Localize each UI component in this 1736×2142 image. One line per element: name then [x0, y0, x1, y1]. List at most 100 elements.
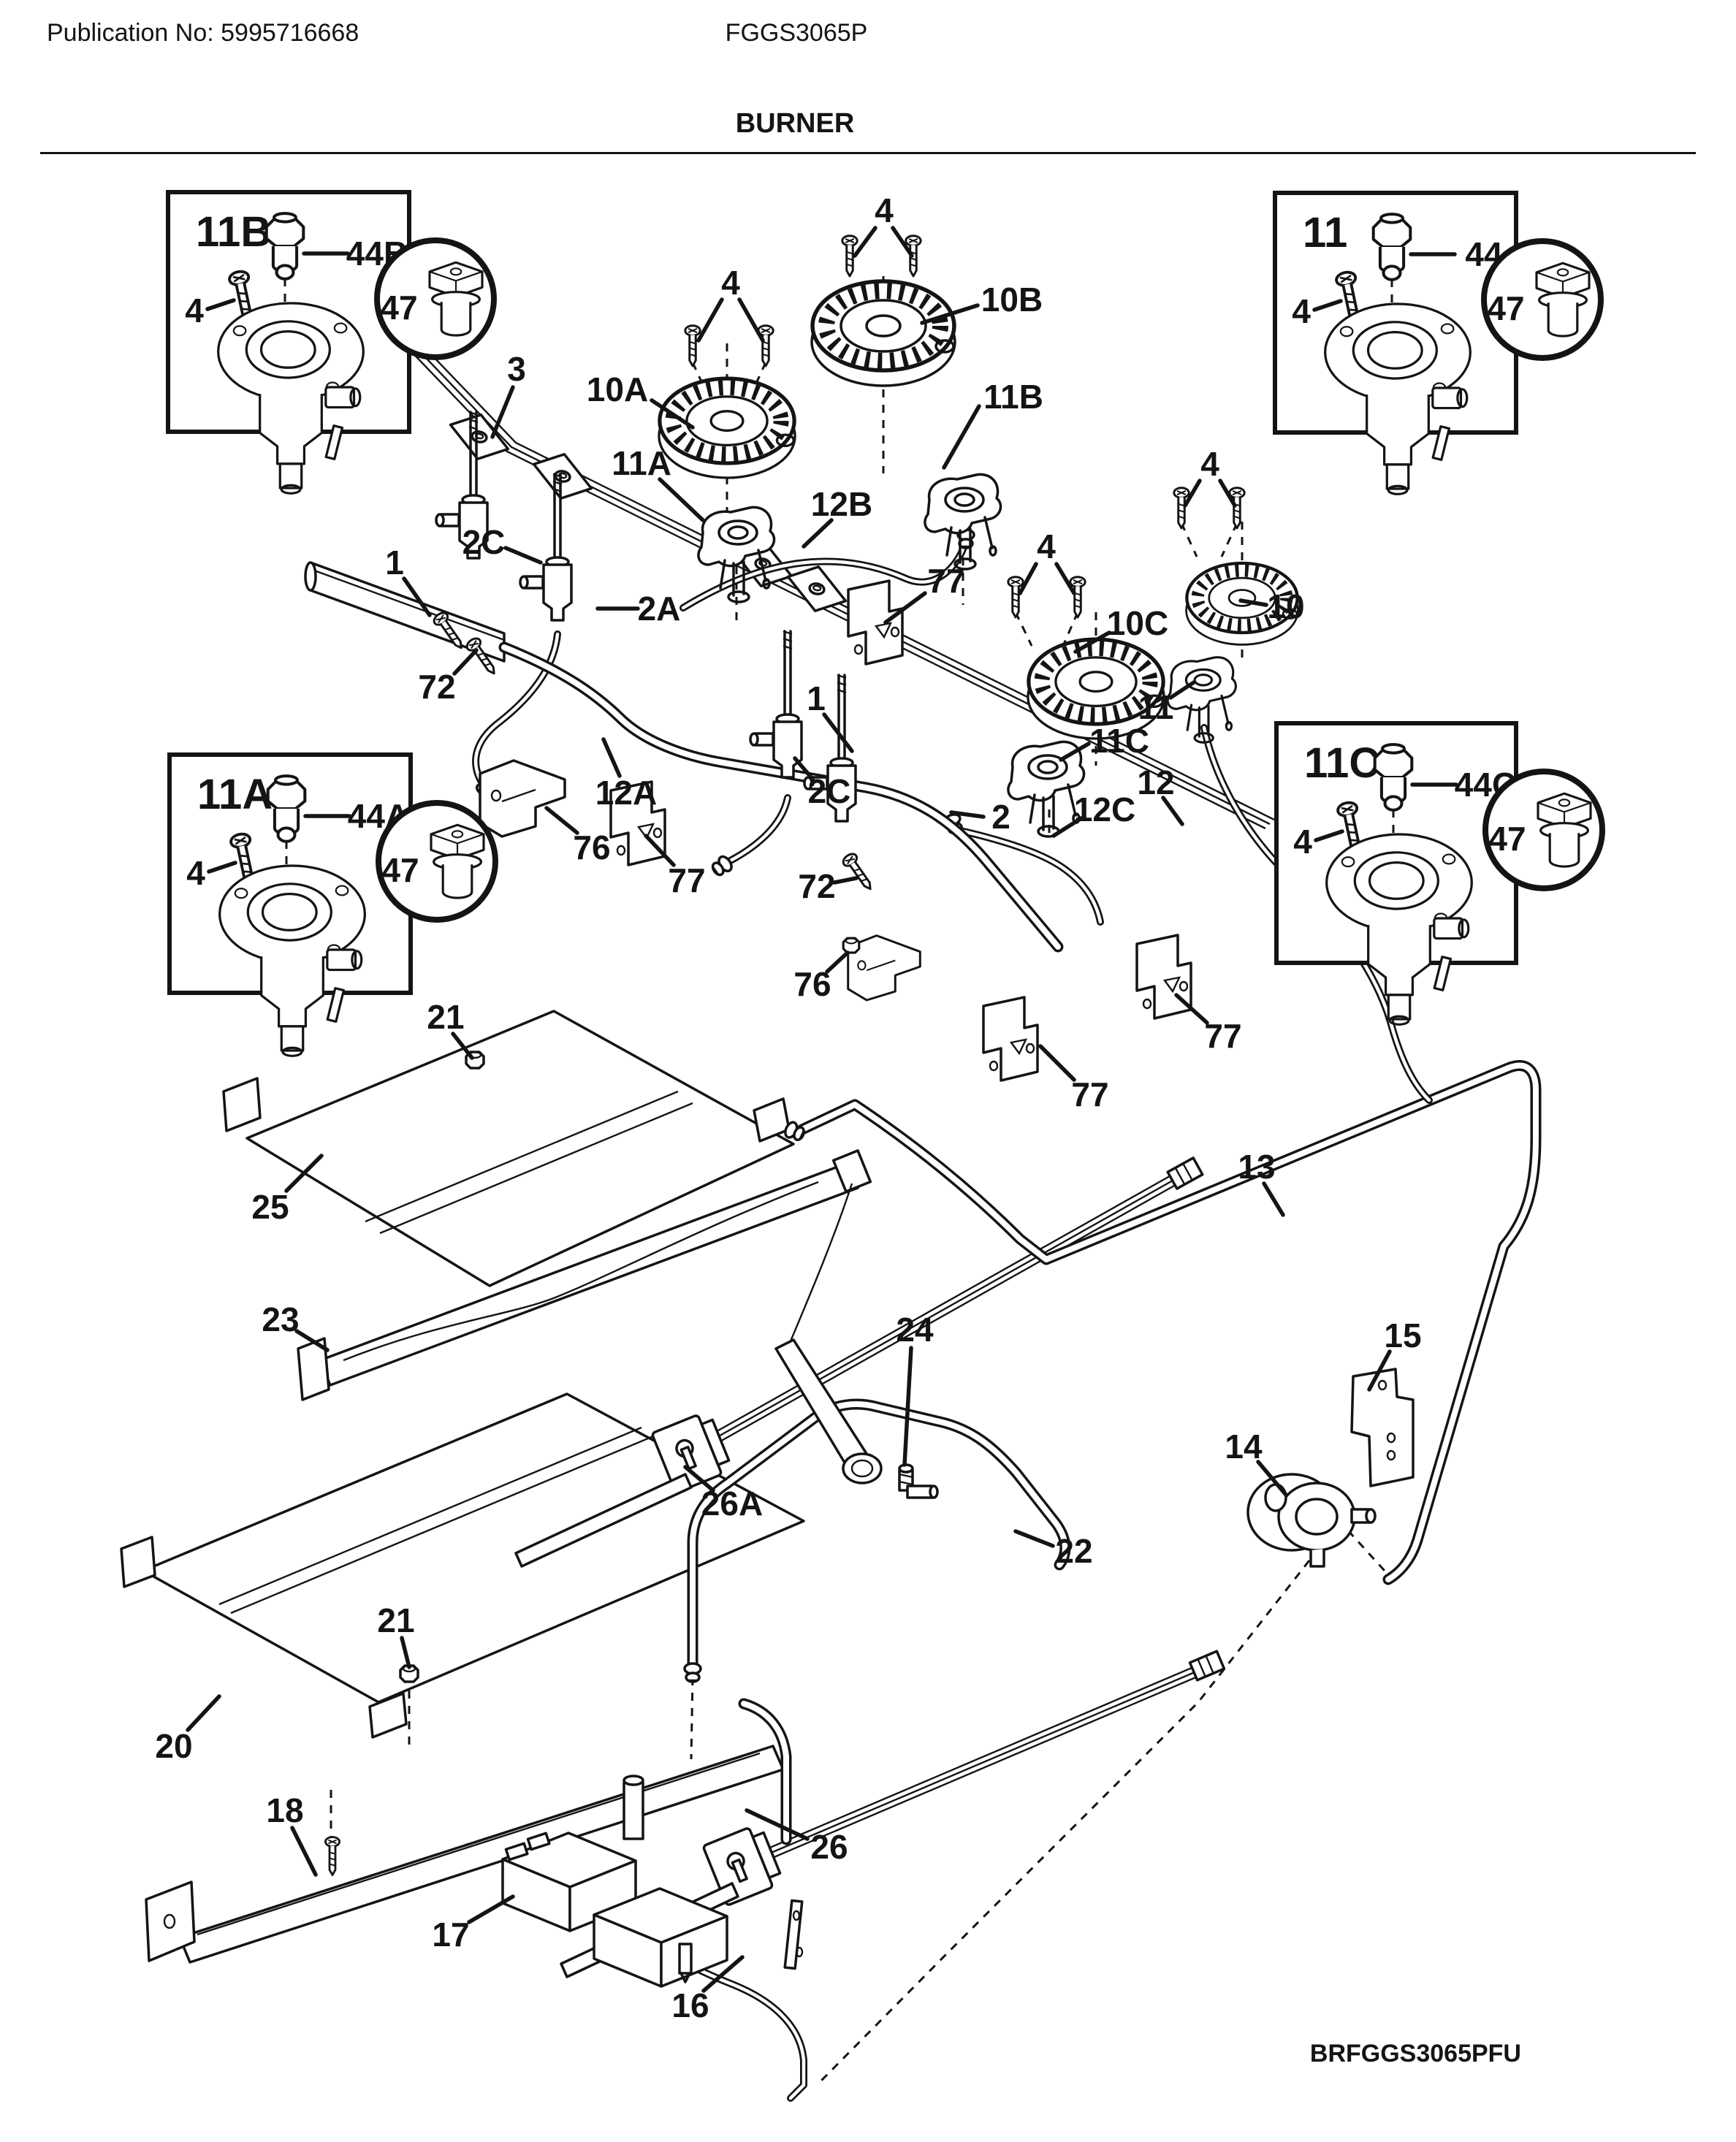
callout-number: 4 [721, 264, 740, 302]
callout-number: 14 [1225, 1428, 1263, 1466]
callout-number: 1 [385, 544, 404, 582]
screw-72 [840, 850, 878, 895]
surface-valve-2C [749, 630, 803, 779]
screw-4 [1173, 487, 1190, 530]
heat-shield-20 [120, 1392, 805, 1739]
callout-11A: 11A [612, 444, 705, 522]
inset-screw-label: 4 [1293, 823, 1312, 861]
nut [842, 937, 861, 954]
manifold-assembly-1 [304, 411, 1064, 953]
callout-number: 12A [595, 774, 657, 812]
callout-12A: 12A [595, 737, 657, 812]
screw-4 [684, 324, 701, 367]
callout-number: 1 [807, 679, 826, 717]
inset-orifice-label: 47 [380, 289, 417, 327]
leader-line [1051, 816, 1084, 838]
callout-number: 22 [1055, 1532, 1092, 1570]
callout-15: 15 [1367, 1316, 1422, 1392]
leader-line [1256, 1460, 1288, 1497]
leader-line [1262, 1181, 1285, 1217]
inset-screw-label: 4 [1292, 292, 1311, 330]
elbow-24 [898, 1463, 939, 1499]
leader-line [825, 950, 850, 974]
spark-wire-bundle-26 [740, 1650, 1226, 1870]
inset-main-label: 11C [1304, 739, 1379, 787]
callout-17: 17 [432, 1894, 515, 1954]
bracket-77 [847, 579, 904, 666]
safety-valve-17 [501, 1698, 804, 1988]
callout-4: 4 [696, 264, 765, 343]
inset-main-label: 11A [197, 771, 273, 818]
callout-number: 2 [991, 798, 1010, 836]
leader-line [503, 546, 543, 565]
screw [324, 1836, 341, 1877]
callout-number: 18 [266, 1791, 303, 1829]
leader-line [1183, 479, 1202, 508]
leader-line [400, 1636, 411, 1669]
callout-2C: 2C [793, 756, 850, 810]
leader-line [1054, 562, 1076, 595]
model-number: FGGS3065P [725, 19, 868, 47]
tube-fitting [683, 1662, 702, 1683]
bracket-77 [982, 996, 1039, 1082]
spark-wire-bundle-26A [689, 1156, 1204, 1457]
callout-number: 11A [612, 444, 671, 482]
callout-number: 4 [1037, 527, 1056, 565]
callout-number: 4 [1200, 445, 1219, 483]
callout-number: 77 [668, 861, 705, 899]
leader-line [832, 876, 859, 885]
callout-number: 76 [573, 828, 610, 866]
callout-22: 22 [1013, 1529, 1093, 1570]
callout-number: 12B [811, 485, 872, 523]
callout-number: 77 [1204, 1017, 1241, 1055]
callout-12C: 12C [1051, 790, 1135, 838]
header-rule [40, 152, 1696, 154]
leader-line [902, 1346, 913, 1467]
callout-number: 17 [432, 1916, 469, 1954]
callout-number: 25 [251, 1188, 289, 1226]
callout-number: 15 [1384, 1316, 1421, 1354]
page-title: BURNER [735, 108, 855, 139]
footer-code: BRFGGS3065PFU [1309, 2040, 1521, 2067]
mixer-tube [785, 1183, 853, 1352]
leader-line [544, 806, 579, 835]
callout-number: 72 [418, 668, 455, 706]
callout-number: 12C [1074, 790, 1135, 828]
leader-line [1018, 562, 1038, 595]
callout-number: 20 [155, 1727, 192, 1765]
callout-72: 72 [798, 867, 859, 905]
inset-orifice-label: 47 [1488, 820, 1526, 858]
leader-line [1073, 630, 1111, 654]
callout-4: 4 [853, 191, 914, 258]
leader-line [1161, 796, 1184, 826]
leader-line [891, 226, 914, 258]
bracket-76 [479, 759, 566, 838]
leader-line [745, 1808, 810, 1841]
callout-11B: 11B [942, 378, 1043, 470]
callout-20: 20 [155, 1694, 221, 1765]
callout-number: 26 [810, 1828, 848, 1866]
callout-number: 10A [587, 370, 648, 408]
leader-line [1367, 1349, 1392, 1392]
leader-line [467, 1894, 515, 1924]
callout-number: 76 [793, 965, 831, 1003]
wire-connector [1166, 1156, 1204, 1190]
valve-outlet-tube [721, 794, 791, 867]
callout-2: 2 [949, 798, 1010, 836]
callout-number: 11C [1089, 722, 1149, 760]
inset-main-label: 11 [1303, 209, 1347, 256]
screw-4 [1007, 576, 1024, 619]
callout-11: 11 [1138, 680, 1196, 726]
junction-block [780, 560, 853, 618]
leader-line [949, 810, 986, 819]
leader-line [490, 385, 515, 439]
burner-support-23 [297, 1149, 872, 1401]
callout-4: 4 [1018, 527, 1076, 595]
callout-13: 13 [1238, 1148, 1285, 1217]
leader-line [1168, 680, 1196, 700]
oven-igniter-26A [514, 1409, 734, 1568]
callout-10: 10 [1238, 587, 1305, 625]
callout-1: 1 [385, 544, 432, 617]
